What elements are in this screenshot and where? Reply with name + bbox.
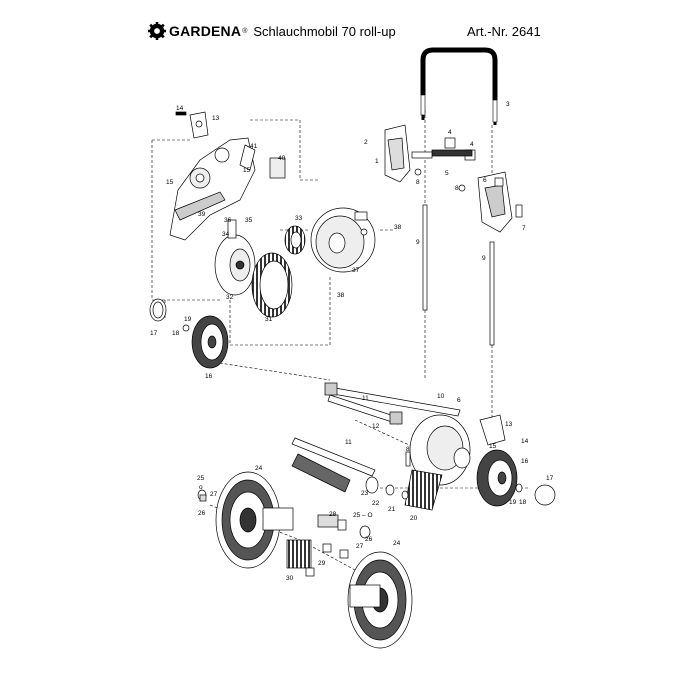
label-20: 20 bbox=[410, 515, 418, 522]
brand: GARDENA® Schlauchmobil 70 roll-up bbox=[148, 22, 396, 40]
label-25a: 25 bbox=[197, 475, 205, 482]
label-13b: 13 bbox=[505, 421, 513, 428]
right-wheel-parts bbox=[476, 449, 556, 507]
label-21: 21 bbox=[388, 506, 396, 513]
label-29: 29 bbox=[318, 560, 326, 567]
label-19a: 19 bbox=[184, 316, 192, 323]
label-35: 35 bbox=[245, 217, 253, 224]
label-33: 33 bbox=[295, 215, 303, 222]
registered-mark: ® bbox=[242, 27, 248, 35]
label-34: 34 bbox=[222, 231, 230, 238]
label-24b: 24 bbox=[393, 540, 401, 547]
label-26a: 26 bbox=[198, 510, 206, 517]
label-14: 14 bbox=[176, 105, 184, 112]
gardena-logo-icon bbox=[148, 22, 166, 40]
label-1: 1 bbox=[375, 158, 379, 165]
label-6b: 6 bbox=[457, 397, 461, 404]
left-side-plate bbox=[169, 111, 286, 241]
label-32: 32 bbox=[226, 294, 234, 301]
label-27b: 27 bbox=[356, 543, 364, 550]
axle-crank-assembly bbox=[291, 382, 506, 511]
label-9a: 9 bbox=[416, 239, 420, 246]
label-4b: 4 bbox=[470, 141, 474, 148]
label-18a: 18 bbox=[172, 330, 180, 337]
label-11a: 11 bbox=[362, 395, 369, 402]
label-13: 13 bbox=[212, 115, 220, 122]
label-11b: 11 bbox=[345, 439, 352, 446]
label-8b: 8 bbox=[455, 185, 459, 192]
label-2: 2 bbox=[364, 139, 368, 146]
label-26b: 26 bbox=[365, 536, 373, 543]
product-title: Schlauchmobil 70 roll-up bbox=[253, 23, 396, 39]
article-number: Art.-Nr. 2641 bbox=[467, 24, 541, 39]
label-17a: 17 bbox=[150, 330, 158, 337]
label-5: 5 bbox=[445, 170, 449, 177]
label-15c: 15 bbox=[489, 443, 497, 450]
left-wheel-parts bbox=[149, 298, 229, 369]
label-8a: 8 bbox=[416, 179, 420, 186]
part-labels: 1 2 3 4 4 5 6 7 8 8 9 9 13 14 15 15 39 4… bbox=[150, 101, 554, 582]
handle-bar bbox=[420, 47, 498, 125]
label-4a: 4 bbox=[448, 129, 452, 136]
label-40: 40 bbox=[278, 155, 286, 162]
label-15b: 15 bbox=[243, 167, 251, 174]
label-38a: 38 bbox=[394, 224, 402, 231]
label-16b: 16 bbox=[521, 458, 529, 465]
label-39: 39 bbox=[198, 211, 206, 218]
label-19b: 19 bbox=[509, 499, 517, 506]
label-15a: 15 bbox=[166, 179, 174, 186]
label-38b: 38 bbox=[337, 292, 345, 299]
label-25b: 25 – O bbox=[353, 512, 373, 519]
label-17b: 17 bbox=[546, 475, 554, 482]
brand-name: GARDENA bbox=[169, 23, 242, 39]
label-3: 3 bbox=[506, 101, 510, 108]
label-41: 41 bbox=[250, 143, 258, 150]
label-9b: 9 bbox=[482, 255, 486, 262]
label-23: 23 bbox=[361, 490, 369, 497]
label-27a: 27 bbox=[210, 491, 218, 498]
label-8c: 8 bbox=[406, 446, 410, 453]
label-28: 28 bbox=[329, 511, 337, 518]
label-18b: 18 bbox=[519, 499, 527, 506]
label-10: 10 bbox=[437, 393, 445, 400]
label-36: 36 bbox=[224, 217, 232, 224]
label-22: 22 bbox=[372, 500, 380, 507]
label-30: 30 bbox=[286, 575, 294, 582]
gear-drum-parts bbox=[214, 207, 376, 318]
label-6: 6 bbox=[483, 177, 487, 184]
label-24a: 24 bbox=[255, 465, 263, 472]
hose-reel-drums bbox=[197, 471, 413, 649]
upper-frame-parts bbox=[384, 124, 523, 346]
label-14b: 14 bbox=[521, 438, 529, 445]
label-7: 7 bbox=[522, 225, 526, 232]
label-25-circle: o bbox=[199, 484, 203, 491]
label-16a: 16 bbox=[205, 373, 213, 380]
page-header: GARDENA® Schlauchmobil 70 roll-up Art.-N… bbox=[0, 0, 700, 60]
label-31: 31 bbox=[265, 316, 273, 323]
label-12: 12 bbox=[372, 423, 380, 430]
label-37: 37 bbox=[352, 267, 360, 274]
